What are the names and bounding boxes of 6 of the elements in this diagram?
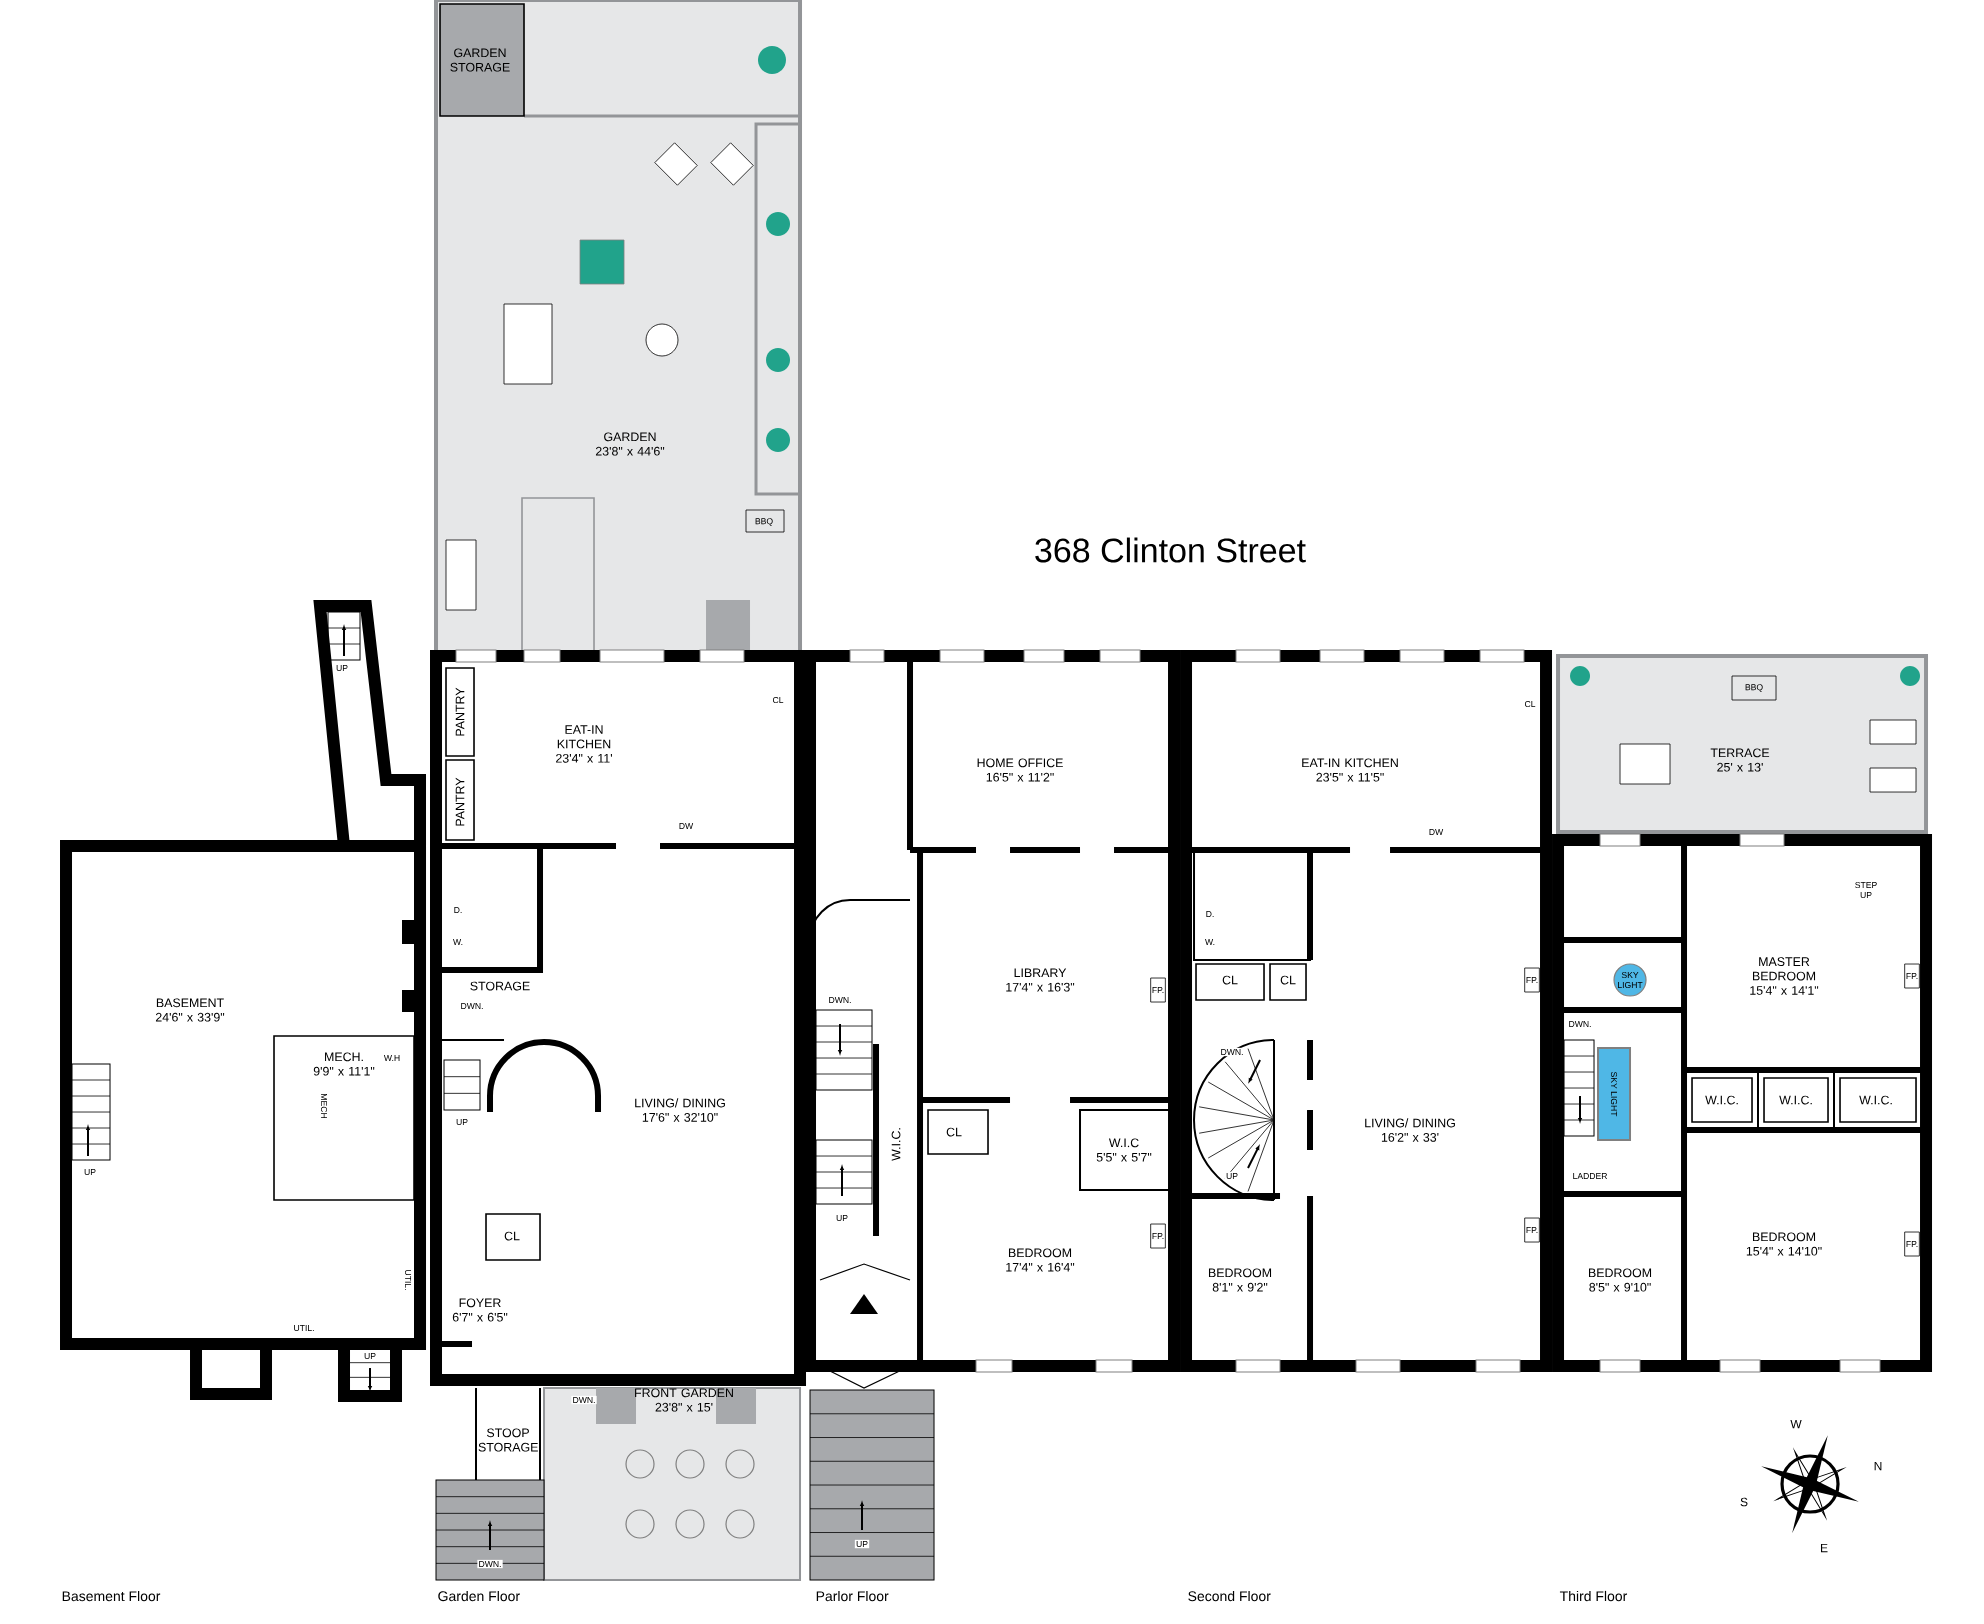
floor-plan-drawing: [1180, 649, 1552, 1373]
title: 368 Clinton Street: [1035, 537, 1306, 563]
floor-plan-drawing: [1552, 833, 1932, 1373]
floor-plan-drawing: [804, 649, 1180, 1389]
floor-plan-drawing: [430, 649, 806, 1386]
floor-plan-drawing: [60, 600, 426, 1402]
